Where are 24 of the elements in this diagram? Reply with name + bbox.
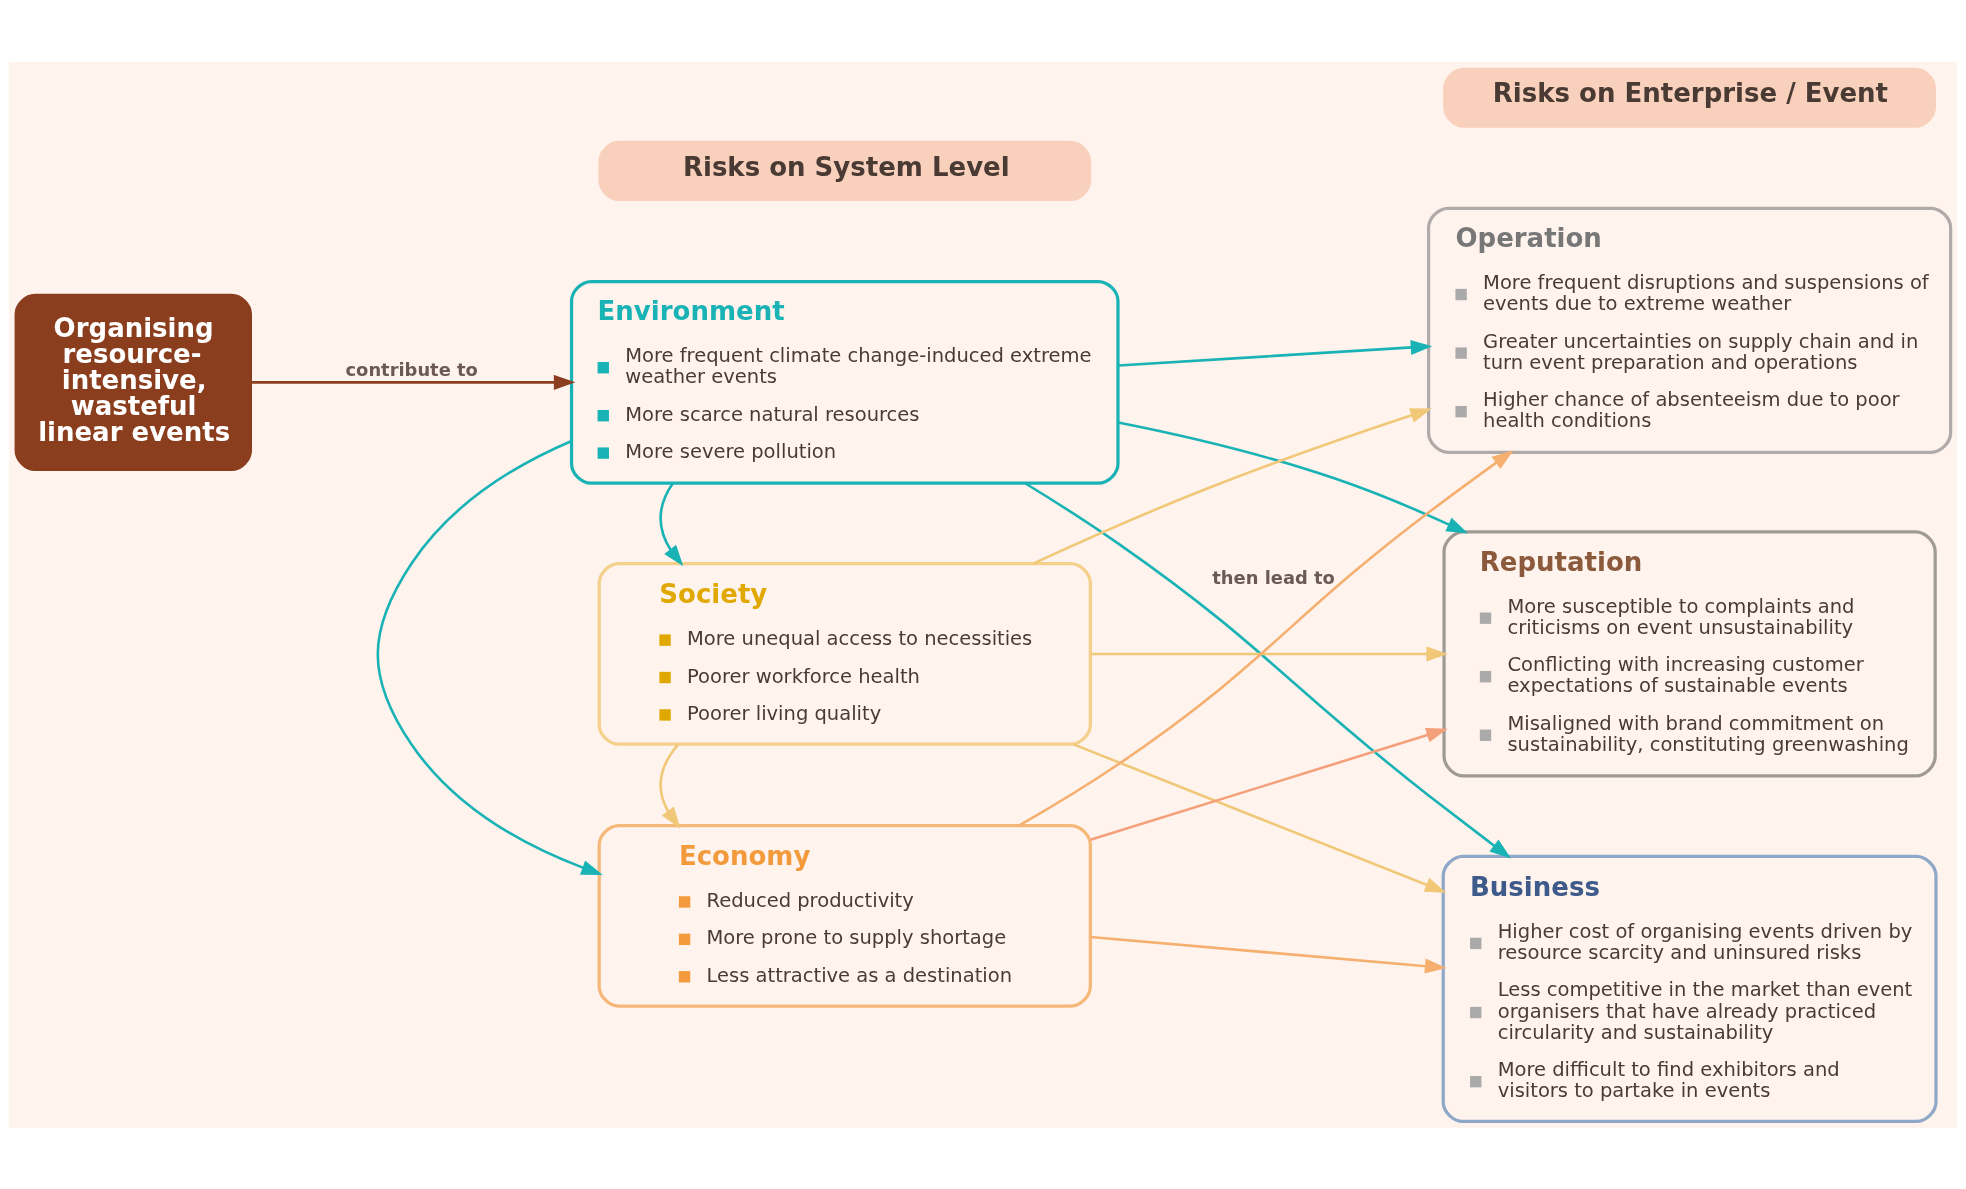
arrow xyxy=(1090,645,1448,661)
node-box: Reputation More susceptible to complaints and criticisms on event unsustainability Conflicting with increasing customer expectations of sustainable events Misaligned with brand commitment on sustainability, constituting greenwashing xyxy=(1442,529,1937,778)
arrow xyxy=(376,439,603,875)
node-box: Environment More frequent climate change-induced extreme weather events More scarce natural resources More severe pollution xyxy=(569,279,1120,485)
edge-label: contribute to xyxy=(345,358,478,380)
node-box: Business Higher cost of organising events driven by resource scarcity and uninsured risks Less competitive in the market than event organisers that have already practiced circularity and sustainability More difficult to find exhibitors and visitors to partake in events xyxy=(1441,854,1938,1123)
arrow xyxy=(1024,481,1512,858)
arrow xyxy=(1090,935,1447,974)
node-box: Risks on Enterprise / Event xyxy=(1443,67,1936,128)
arrow xyxy=(1118,339,1433,367)
node-box: Operation More frequent disruptions and suspensions of events due to extreme weather Greater uncertainties on supply chain and in turn event preparation and operations Higher chance of absenteeism due to poor health conditions xyxy=(1426,206,1953,454)
node-box: Organising resource-intensive, wasteful linear events xyxy=(14,293,252,471)
arrow xyxy=(1018,449,1514,826)
arrow xyxy=(1073,742,1447,893)
arrow xyxy=(659,742,681,828)
arrow xyxy=(659,482,684,566)
node-box: Economy Reduced productivity More prone to supply shortage Less attractive as a destination xyxy=(597,823,1092,1008)
arrow xyxy=(1117,420,1468,533)
node-box: Society More unequal access to necessities Poorer workforce health Poorer living quality xyxy=(597,561,1092,746)
arrow xyxy=(1032,407,1432,565)
arrow xyxy=(1090,727,1448,841)
node-box: Risks on System Level xyxy=(598,140,1092,201)
edge-label: then lead to xyxy=(1212,566,1335,588)
arrow xyxy=(251,374,576,390)
